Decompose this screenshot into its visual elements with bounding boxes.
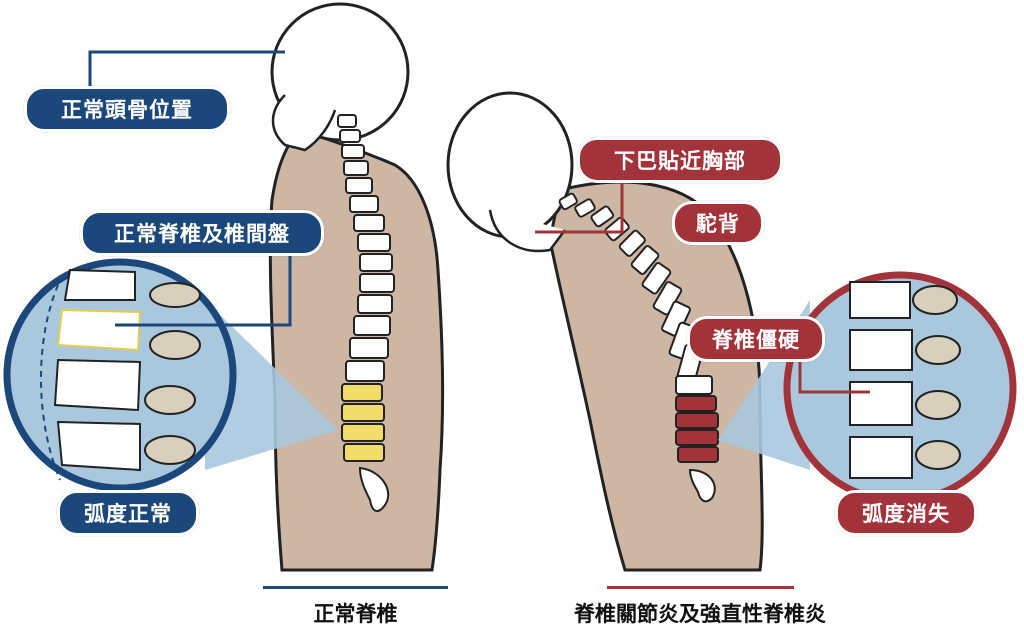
chin-label: 下巴貼近胸部 xyxy=(577,137,783,183)
normal-zoom-vertebrae xyxy=(53,268,201,472)
stiff-lumbar-vertebrae xyxy=(675,395,719,463)
normal-caption-underline xyxy=(263,586,448,589)
normal-spine-label: 正常脊椎及椎間盤 xyxy=(80,210,324,256)
arthritis-caption-underline xyxy=(607,586,794,589)
normal-lumbar-vertebrae xyxy=(341,383,385,462)
arthritis-posture-figure xyxy=(446,91,1017,572)
hunchback-label: 駝背 xyxy=(672,201,764,245)
arthritis-caption: 脊椎關節炎及強直性脊椎炎 xyxy=(574,602,826,626)
stiff-spine-label: 脊椎僵硬 xyxy=(687,316,825,362)
normal-spine-caption: 正常脊椎 xyxy=(313,602,398,626)
stiff-leader-line xyxy=(798,355,870,394)
normal-zoom-wedge xyxy=(205,300,338,470)
skull-leader-line xyxy=(88,50,285,90)
arthritis-zoom-vertebrae xyxy=(849,281,961,479)
normal-spine xyxy=(337,114,395,512)
chin-leader-line xyxy=(535,175,624,234)
curve-lost-label: 弧度消失 xyxy=(835,490,977,536)
spine-leader-line xyxy=(115,250,292,327)
normal-skull-label: 正常頭骨位置 xyxy=(24,86,230,132)
normal-curve-label: 弧度正常 xyxy=(57,490,199,536)
